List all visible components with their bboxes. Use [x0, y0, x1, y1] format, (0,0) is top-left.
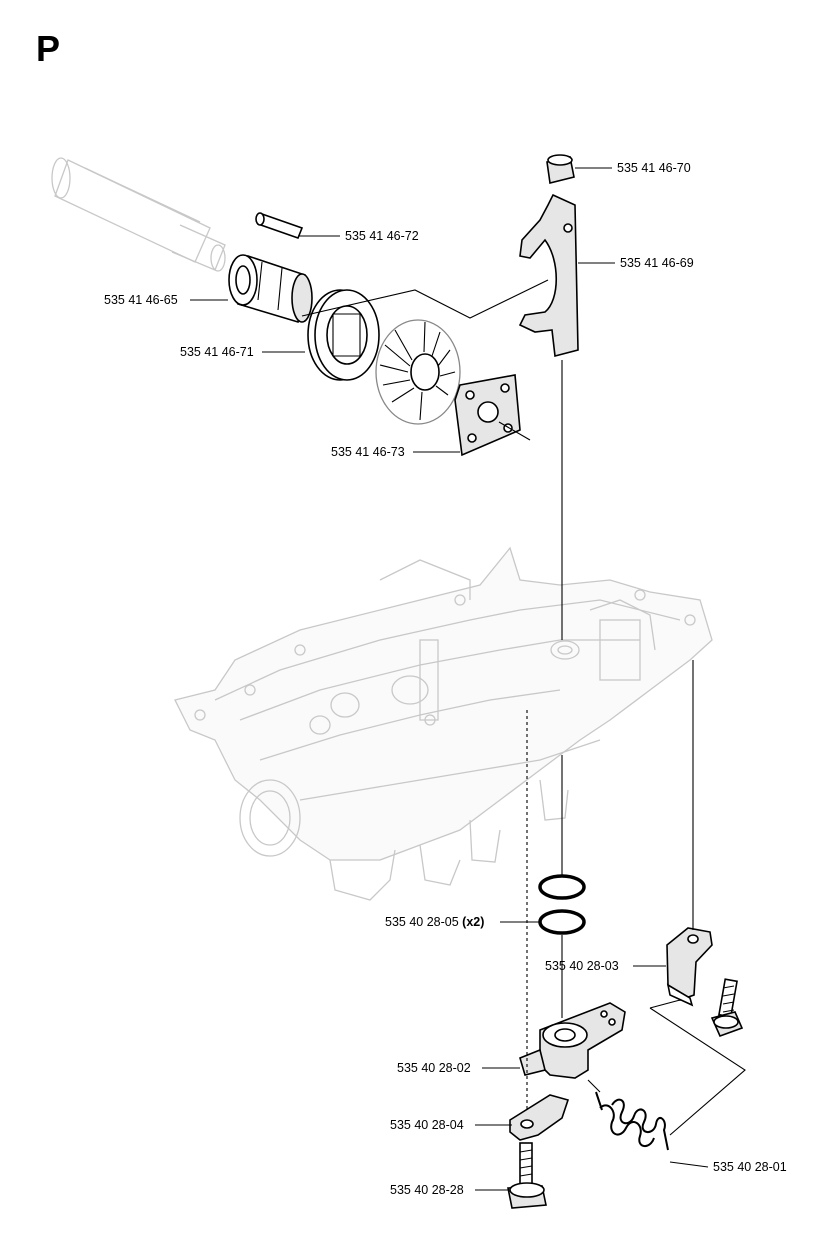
- callout-label: 535 41 46-73: [331, 445, 405, 459]
- callout-label: 535 40 28-01: [713, 1160, 787, 1174]
- damper-plate: [454, 374, 521, 457]
- bolt-lower: [507, 1142, 547, 1209]
- leader-lines: [190, 167, 709, 1191]
- callout-label: 535 40 28-28: [390, 1183, 464, 1197]
- callout-label: 535 41 46-65: [104, 293, 178, 307]
- callout-labels: 535 41 46-70 535 41 46-72 535 41 46-69 5…: [104, 161, 787, 1197]
- cap-nut: [546, 154, 575, 184]
- shift-lever: [519, 1002, 626, 1079]
- callout-label: 535 40 28-04: [390, 1118, 464, 1132]
- coupling-sleeve: [228, 254, 313, 324]
- callout-label: 535 41 46-72: [345, 229, 419, 243]
- callout-label: 535 40 28-03: [545, 959, 619, 973]
- shaft-outline: [51, 157, 226, 272]
- page-letter: P: [36, 28, 61, 69]
- o-ring-lower: [538, 909, 586, 935]
- callout-label: 535 40 28-05 (x2): [385, 915, 484, 929]
- housing-outline: [174, 546, 713, 901]
- assembly-lines: [301, 279, 746, 1136]
- callout-label: 535 40 28-02: [397, 1061, 471, 1075]
- callout-label: 535 41 46-70: [617, 161, 691, 175]
- lever-plate: [509, 1094, 570, 1141]
- spring: [595, 1091, 669, 1151]
- callout-label: 535 41 46-69: [620, 256, 694, 270]
- callout-qty: (x2): [462, 915, 484, 929]
- o-ring-upper: [538, 874, 586, 900]
- pulley-ring: [307, 289, 380, 381]
- fan-wheel: [375, 319, 461, 425]
- shift-fork: [518, 193, 579, 358]
- bolt-bracket: [710, 978, 744, 1038]
- spring-pin: [255, 212, 304, 240]
- callout-part-no: 535 40 28-05: [385, 915, 459, 929]
- bracket: [666, 927, 713, 1007]
- callout-label: 535 41 46-71: [180, 345, 254, 359]
